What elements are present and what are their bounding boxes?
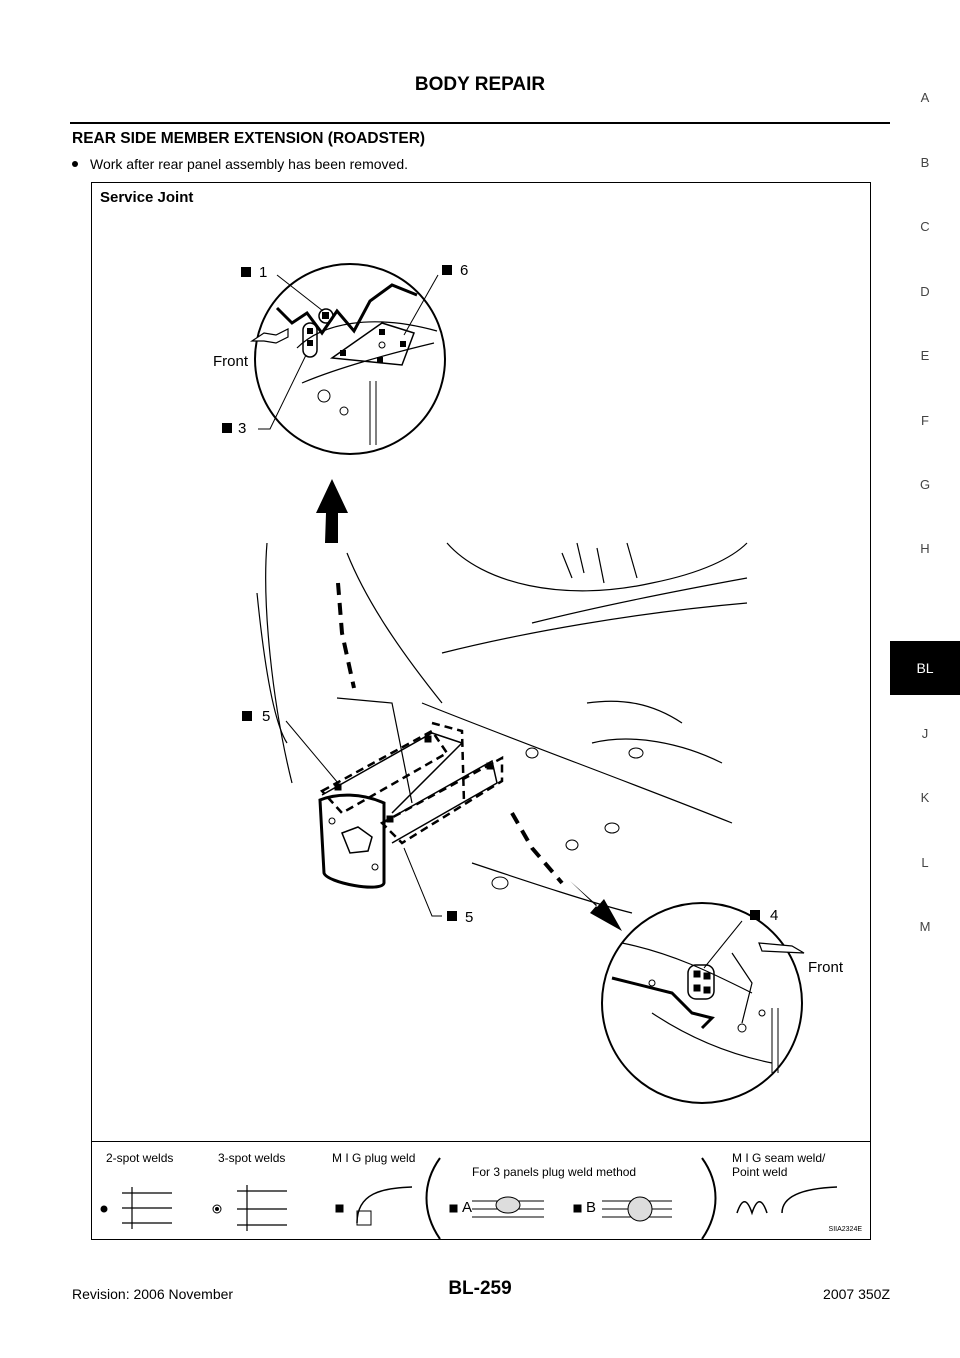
callout-5-lower: 5 [465, 909, 473, 926]
arrow-down-icon [570, 881, 622, 931]
legend-3-spot-welds: 3-spot welds [218, 1151, 286, 1165]
tab-b[interactable]: B [920, 155, 930, 170]
tab-c[interactable]: C [920, 219, 930, 234]
figure-code: SIIA2324E [828, 1226, 862, 1233]
callout-4: 4 [770, 907, 778, 924]
legend-mig-plug-weld: M I G plug weld [332, 1151, 416, 1165]
legend-2-spot-welds: 2-spot welds [106, 1151, 174, 1165]
service-joint-figure: Service Joint [91, 182, 871, 1240]
bullet-text: Work after rear panel assembly has been … [90, 156, 409, 172]
callout-3: 3 [238, 420, 246, 437]
arrow-up-icon [316, 479, 356, 689]
legend-symbols [100, 1157, 838, 1239]
tab-j[interactable]: J [921, 726, 929, 741]
main-body-view [256, 542, 748, 917]
weld-symbol-icon [242, 711, 252, 721]
top-detail-view [250, 263, 446, 455]
header-rule [70, 122, 890, 124]
tab-e[interactable]: E [920, 348, 930, 363]
tab-k[interactable]: K [920, 790, 930, 805]
tab-f[interactable]: F [921, 413, 929, 428]
front-label-bottom: Front [808, 959, 844, 976]
figure-title: Service Joint [100, 189, 194, 206]
figure-illustration: 1 6 3 Front [100, 262, 844, 1239]
front-label-top: Front [213, 353, 249, 370]
footer-page-number: BL-259 [448, 1278, 512, 1299]
legend-mig-seam-weld: M I G seam weld/ [732, 1151, 826, 1165]
footer-revision: Revision: 2006 November [72, 1286, 234, 1302]
tab-l[interactable]: L [921, 855, 929, 870]
bottom-detail-view [601, 902, 805, 1104]
weld-symbol-icon [447, 911, 457, 921]
tab-a[interactable]: A [920, 90, 930, 105]
weld-symbol-icon [750, 910, 760, 920]
callout-1: 1 [259, 264, 267, 281]
tab-h[interactable]: H [920, 541, 930, 556]
legend-divider [92, 1141, 870, 1142]
legend-method-a: A [462, 1199, 473, 1216]
legend-3-panels-method: For 3 panels plug weld method [472, 1165, 637, 1179]
tab-bl[interactable]: BL [890, 641, 960, 695]
tab-d[interactable]: D [920, 284, 930, 299]
tab-g[interactable]: G [919, 477, 931, 492]
section-title: REAR SIDE MEMBER EXTENSION (ROADSTER) [72, 130, 426, 147]
weld-symbol-icon [442, 265, 452, 275]
callout-5-upper: 5 [262, 708, 270, 725]
page-header-title: BODY REPAIR [414, 74, 546, 95]
callout-6: 6 [460, 262, 468, 279]
weld-symbol-icon [222, 423, 232, 433]
weld-symbol-icon [241, 267, 251, 277]
footer-model: 2007 350Z [823, 1286, 890, 1302]
legend-method-b: B [586, 1199, 597, 1216]
bullet-item: Work after rear panel assembly has been … [72, 156, 408, 172]
tab-m[interactable]: M [919, 919, 931, 934]
legend-point-weld: Point weld [732, 1165, 788, 1179]
bullet-dot-icon [72, 161, 78, 168]
